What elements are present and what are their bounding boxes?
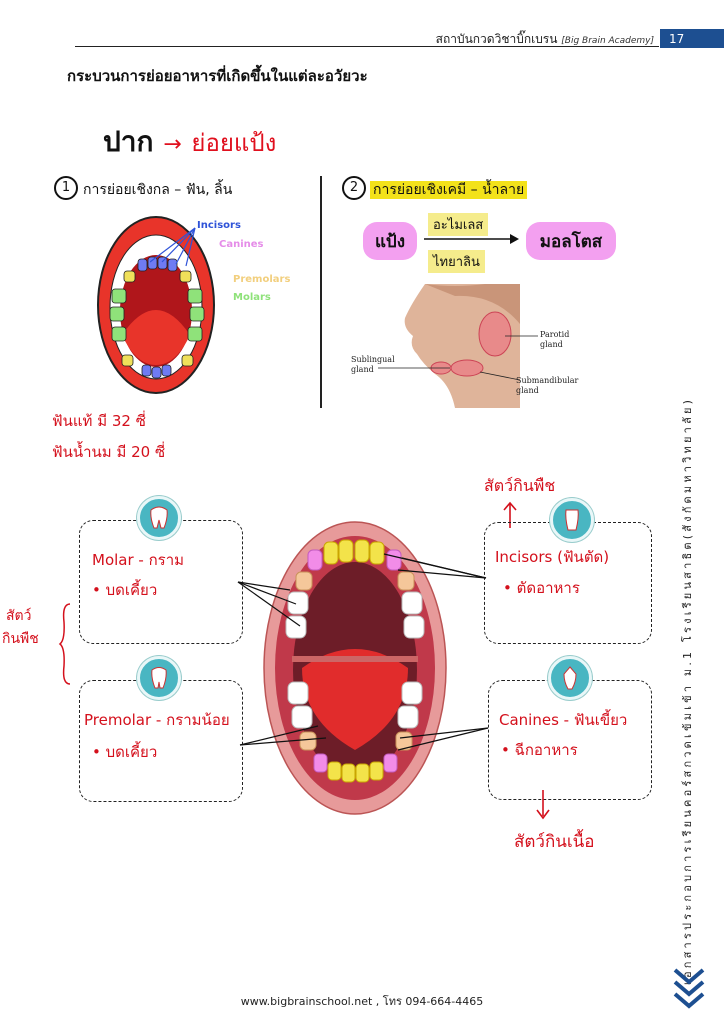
molars-label: Molars [233,292,271,303]
canine-tooth-icon [563,666,577,690]
enzyme-amylase: อะไมเลส [428,213,489,236]
organ-title: ปาก → ย่อยแป้ง [103,120,276,164]
mouth-diagram-large [263,521,447,815]
molar-title: Molar - กราม [92,551,185,569]
note-permanent-teeth: ฟันแท้ มี 32 ซี่ [52,412,146,430]
teeth-pointer-lines [150,227,196,267]
premolar-tooth-icon [151,667,167,689]
herbivore-side-line2: กินพืช [2,631,39,647]
incisors-label: Incisors [197,220,241,231]
step-1-badge: 1 [54,176,78,200]
chemical-label: การย่อยเชิงเคมี – น้ำลาย [370,179,528,201]
reaction-arrow-icon [424,234,519,244]
herbivore-side-line1: สัตว์ [6,608,32,624]
chevron-down-icon [673,968,705,1009]
note-milk-teeth: ฟันน้ำนม มี 20 ซี่ [52,443,166,461]
footer-contact: www.bigbrainschool.net , โทร 094-664-446… [240,995,484,1008]
canines-label: Canines [219,239,264,250]
canines-title: Canines - ฟันเขี้ยว [499,711,628,729]
herbivore-annotation-top: สัตว์กินพืช [484,476,556,495]
molar-tooth-icon [150,506,168,529]
enzyme-ptyalin: ไทยาลิน [428,250,485,273]
section-title: กระบวนการย่อยอาหารที่เกิดขึ้นในแต่ละอวัย… [67,67,368,85]
step-2-badge: 2 [342,176,366,200]
incisors-bullet: • ตัดอาหาร [503,579,580,597]
premolar-bullet: • บดเคี้ยว [92,743,158,761]
mechanical-label: การย่อยเชิงกล – ฟัน, ลิ้น [83,182,233,198]
side-caption: เอกสารประกอบการเรียนคอร์สกวดเข้มเข้า ม.1… [681,396,694,985]
gland-pointer-lines [378,335,538,381]
incisors-badge [550,498,594,542]
brace-icon [58,603,71,685]
mouth-diagram-small [97,216,215,394]
carnivore-annotation: สัตว์กินเนื้อ [514,832,595,852]
header-rule [75,46,659,47]
sublingual-label: Sublingual gland [351,355,395,374]
page-number: 17 [660,29,724,48]
organ-name: ปาก [103,125,154,158]
organ-process: ย่อยแป้ง [191,129,277,157]
molar-bullet: • บดเคี้ยว [92,581,158,599]
canines-bullet: • ฉีกอาหาร [501,741,578,759]
submandibular-label: Submandibular gland [516,376,579,395]
canines-badge [548,656,592,700]
salivary-gland-illustration [404,284,520,408]
incisors-title: Incisors (ฟันตัด) [495,548,610,566]
up-arrow-icon [503,501,517,528]
column-divider [320,176,322,408]
header-brand: [Big Brain Academy] [561,36,654,46]
parotid-label: Parotid gland [540,330,570,349]
premolar-title: Premolar - กรามน้อย [84,711,230,729]
molar-badge [137,496,181,540]
down-arrow-icon [536,790,550,820]
premolar-badge [137,656,181,700]
starch-pill: แป้ง [363,222,417,260]
incisor-tooth-icon [565,509,579,531]
premolars-label: Premolars [233,274,291,285]
arrow-icon: → [163,132,182,157]
maltose-pill: มอลโตส [526,222,616,260]
header-institute: สถาบันกวดวิชาบิ๊กเบรน [Big Brain Academy… [435,32,654,46]
